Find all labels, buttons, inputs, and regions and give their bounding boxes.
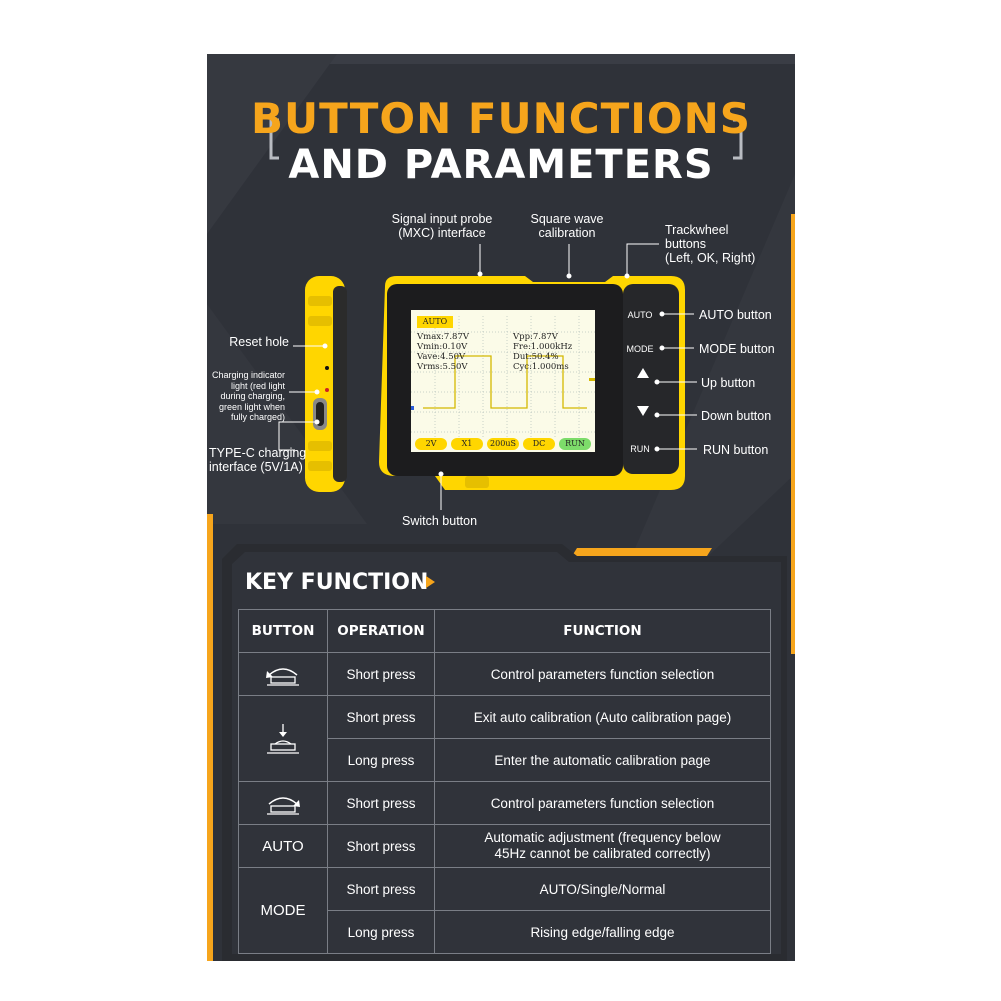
softkey-run[interactable]: RUN [559, 438, 591, 450]
callout-lines [278, 243, 697, 510]
readout-fre: Fre:1.000kHz [513, 342, 573, 352]
button-cell-auto: AUTO [238, 824, 328, 868]
function-cell: AUTO/Single/Normal [434, 867, 771, 911]
device-auto-button[interactable]: AUTO [627, 310, 653, 320]
table-row: AUTO Short press Automatic adjustment (f… [238, 824, 771, 868]
title-line-2: AND PARAMETERS [288, 142, 714, 188]
label-auto-button: AUTO button [699, 308, 772, 322]
key-function-table: BUTTON OPERATION FUNCTION Short press Co… [238, 609, 771, 954]
oscilloscope-front [379, 276, 685, 490]
label-charging-indicator: Charging indicator light (red light duri… [211, 370, 285, 422]
key-function-title: KEY FUNCTION [245, 570, 429, 595]
label-trackwheel: Trackwheel buttons (Left, OK, Right) [665, 223, 756, 265]
label-reset-hole: Reset hole [229, 335, 289, 349]
softkey-probe[interactable]: X1 [451, 438, 483, 450]
function-cell: Automatic adjustment (frequency below 45… [434, 824, 771, 868]
function-cell: Enter the automatic calibration page [434, 738, 771, 782]
table-row: MODE Short press AUTO/Single/Normal [238, 867, 771, 954]
header-button: BUTTON [238, 609, 328, 653]
softkey-bar: 2V X1 200uS DC RUN [413, 438, 593, 450]
function-cell: Rising edge/falling edge [434, 910, 771, 954]
readout-vpp: Vpp:7.87V [513, 332, 558, 342]
readout-vmax: Vmax:7.87V [417, 332, 469, 342]
operation-cell: Short press [327, 695, 435, 739]
table-row: Short press Control parameters function … [238, 781, 771, 825]
table-row: Long press Enter the automatic calibrati… [239, 738, 771, 782]
readout-vave: Vave:4.50V [417, 352, 466, 362]
function-cell: Control parameters function selection [434, 652, 771, 696]
softkey-coupling[interactable]: DC [523, 438, 555, 450]
trackwheel-right-icon [238, 781, 328, 825]
table-row: Short press Exit auto calibration (Auto … [238, 695, 771, 782]
play-arrow-icon [426, 576, 435, 588]
label-switch-button: Switch button [402, 514, 478, 528]
softkey-volts[interactable]: 2V [415, 438, 447, 450]
readout-dut: Dut:50.4% [513, 352, 559, 362]
function-cell: Control parameters function selection [434, 781, 771, 825]
title-line-1: BUTTON FUNCTIONS [250, 94, 751, 143]
mode-badge: AUTO [417, 316, 453, 328]
header-operation: OPERATION [327, 609, 435, 653]
table-row: Short press Control parameters function … [238, 652, 771, 696]
readout-vrms: Vrms:5.50V [417, 362, 468, 372]
readout-vmin: Vmin:0.10V [417, 342, 468, 352]
operation-cell: Short press [327, 867, 435, 911]
operation-cell: Long press [327, 910, 435, 954]
softkey-time[interactable]: 200uS [487, 438, 519, 450]
operation-cell: Short press [327, 652, 435, 696]
operation-cell: Short press [327, 781, 435, 825]
button-cell-mode: MODE [238, 867, 328, 954]
label-signal-input: Signal input probe (MXC) interface [391, 212, 493, 240]
label-down-button: Down button [701, 409, 772, 423]
function-cell: Exit auto calibration (Auto calibration … [434, 695, 771, 739]
device-screen: AUTO Vmax:7.87V Vmin:0.10V Vave:4.50V Vr… [413, 314, 593, 454]
device-mode-button[interactable]: MODE [626, 344, 654, 354]
label-square-wave: Square wave calibration [530, 212, 604, 240]
header-function: FUNCTION [434, 609, 771, 653]
operation-cell: Short press [327, 824, 435, 868]
label-up-button: Up button [701, 376, 756, 390]
table-row: Long press Rising edge/falling edge [239, 910, 771, 954]
device-run-button[interactable]: RUN [630, 444, 650, 454]
trackwheel-left-icon [238, 652, 328, 696]
table-header-row: BUTTON OPERATION FUNCTION [238, 609, 771, 653]
product-panel: BUTTON FUNCTIONS AND PARAMETERS [207, 54, 795, 961]
readout-cyc: Cyc:1.000ms [513, 362, 569, 372]
operation-cell: Long press [327, 738, 435, 782]
device-side-view [305, 276, 347, 492]
label-mode-button: MODE button [699, 342, 775, 356]
trackwheel-press-icon [238, 695, 328, 782]
label-run-button: RUN button [703, 443, 769, 457]
label-typec: TYPE-C charging interface (5V/1A) [209, 446, 307, 474]
